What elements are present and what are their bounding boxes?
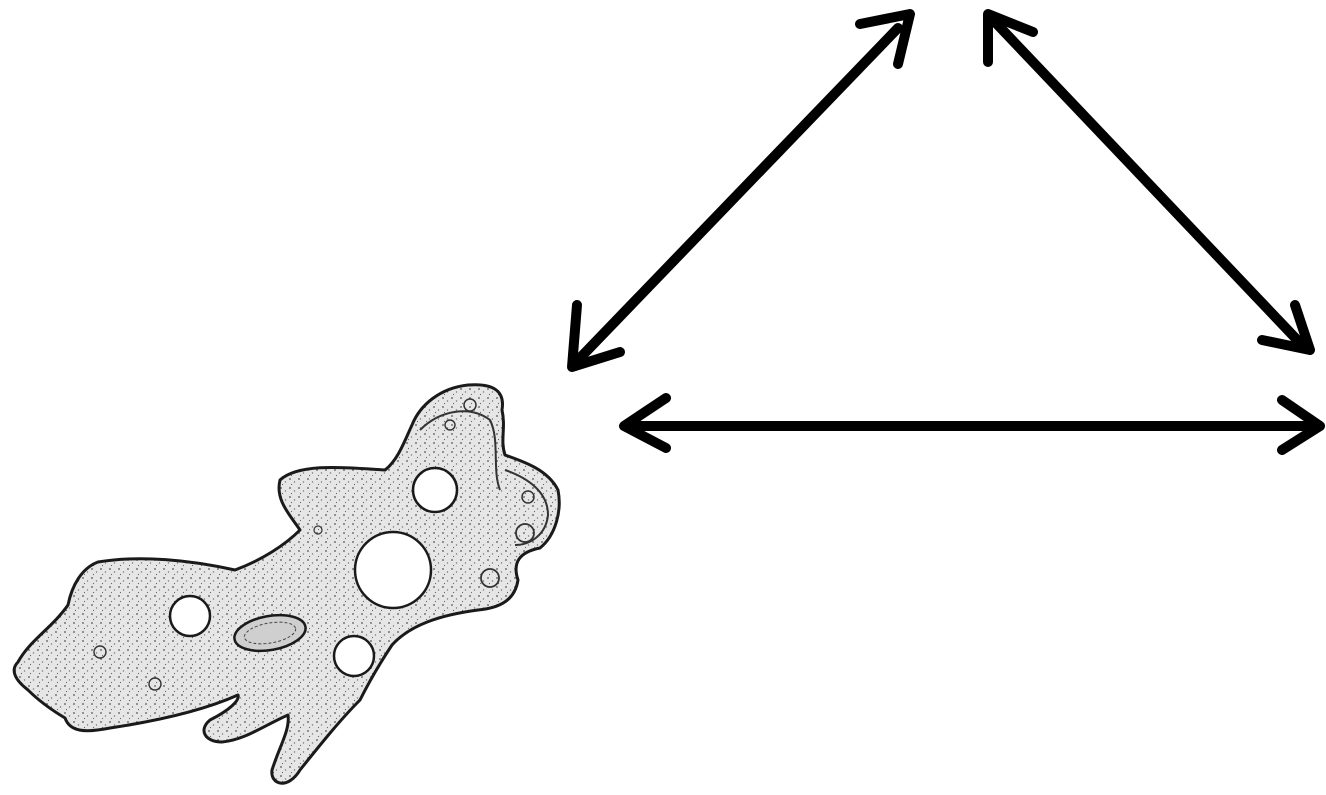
arrow-group bbox=[572, 14, 1320, 450]
vacuole bbox=[355, 532, 431, 608]
vacuole bbox=[170, 596, 210, 636]
amoeba-body bbox=[14, 385, 559, 783]
double-headed-arrow bbox=[624, 398, 1320, 450]
vacuole bbox=[334, 636, 374, 676]
amoeba-illustration bbox=[14, 385, 559, 783]
double-headed-arrow bbox=[988, 14, 1310, 350]
double-headed-arrow bbox=[572, 14, 910, 367]
vacuole bbox=[413, 468, 457, 512]
